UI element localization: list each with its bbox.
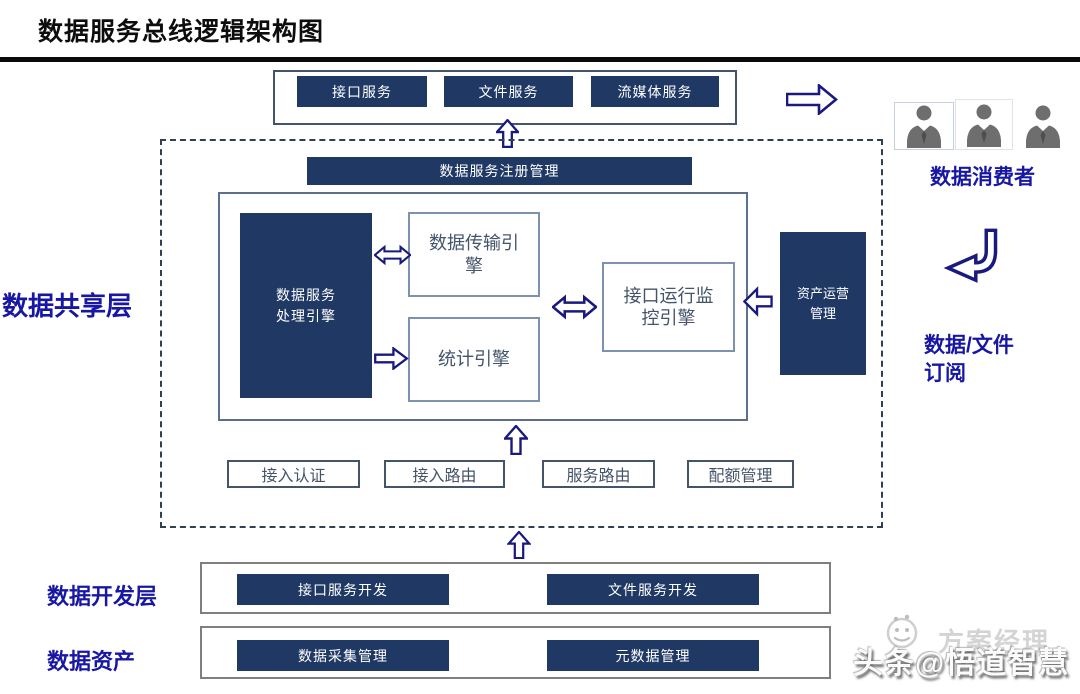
person-icon [907, 105, 941, 148]
label-asset-layer: 数据资产 [47, 649, 136, 674]
monitor-engine-line2: 控引擎 [641, 308, 696, 328]
smiley-logo-icon [880, 611, 924, 651]
arrow-right-icon [374, 347, 409, 370]
consumer-thumbnail-2 [955, 99, 1013, 150]
processing-engine-line2: 处理引擎 [276, 307, 336, 324]
subscription-line1: 数据/文件 [924, 334, 1014, 357]
processing-engine-line1: 数据服务 [276, 286, 336, 303]
label-dev-layer: 数据开发层 [47, 584, 158, 609]
box-interface-service: 接口服务 [297, 76, 427, 107]
box-transfer-engine: 数据传输引 擎 [408, 212, 540, 297]
label-data-consumers: 数据消费者 [930, 166, 1035, 189]
box-interface-dev: 接口服务开发 [237, 574, 449, 605]
box-access-auth: 接入认证 [227, 460, 360, 488]
bent-arrow-icon [934, 228, 1006, 286]
watermark-handle: 头条@悟道智慧 [853, 647, 1070, 680]
data-sharing-layer-frame [160, 139, 883, 528]
box-asset-operations: 资产运营 管理 [780, 232, 866, 375]
box-service-registry: 数据服务注册管理 [307, 157, 692, 185]
person-icon [1026, 105, 1060, 148]
consumer-thumbnail-3 [1016, 102, 1070, 150]
box-monitor-engine: 接口运行监 控引擎 [602, 262, 735, 352]
title-divider [0, 57, 1080, 62]
box-access-routing: 接入路由 [384, 460, 505, 488]
asset-operations-line2: 管理 [809, 305, 836, 321]
box-file-dev: 文件服务开发 [547, 574, 759, 605]
box-metadata-mgmt: 元数据管理 [547, 640, 759, 671]
label-data-sharing-layer: 数据共享层 [2, 291, 133, 321]
box-quota-mgmt: 配额管理 [687, 460, 794, 488]
arrow-up-icon [504, 425, 528, 455]
arrow-double-icon [552, 294, 597, 320]
box-streaming-service: 流媒体服务 [591, 76, 719, 107]
page-title: 数据服务总线逻辑架构图 [38, 18, 325, 46]
transfer-engine-line2: 擎 [465, 255, 483, 276]
arrow-up-icon [496, 119, 519, 148]
person-icon [967, 104, 1001, 147]
consumer-thumbnail-1 [894, 102, 954, 150]
box-processing-engine: 数据服务 处理引擎 [240, 213, 372, 398]
box-data-collection: 数据采集管理 [237, 640, 449, 671]
watermark-faded-text: 方案经理 [938, 627, 1051, 657]
subscription-line2: 订阅 [924, 362, 966, 386]
arrow-up-icon [507, 531, 531, 559]
asset-operations-line1: 资产运营 [796, 286, 849, 301]
box-file-service: 文件服务 [444, 76, 573, 107]
label-subscription: 数据/文件 订阅 [924, 332, 1014, 389]
box-stats-engine: 统计引擎 [408, 317, 540, 402]
monitor-engine-line1: 接口运行监 [623, 285, 714, 306]
arrow-left-icon [743, 286, 773, 317]
arrow-double-icon [374, 244, 411, 266]
arrow-right-icon [786, 84, 838, 115]
transfer-engine-line1: 数据传输引 [429, 233, 519, 253]
box-service-routing: 服务路由 [542, 460, 655, 488]
